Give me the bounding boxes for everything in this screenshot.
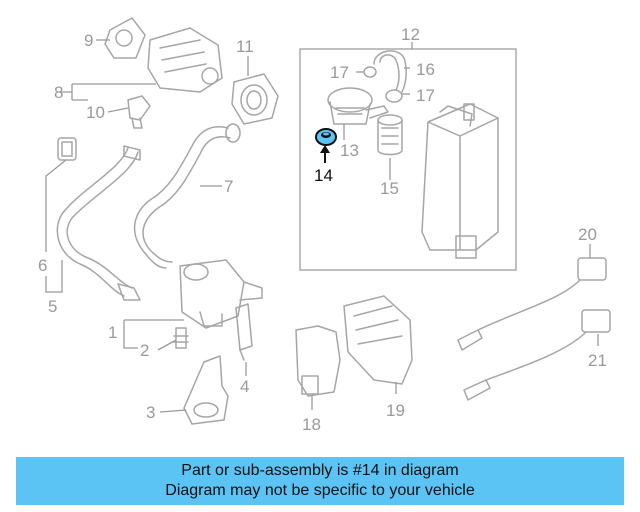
part-17-clamp-a[interactable] bbox=[363, 66, 377, 78]
part-7-pipe[interactable] bbox=[133, 123, 241, 269]
part-20-sensor[interactable] bbox=[457, 257, 607, 351]
part-15-filter[interactable] bbox=[377, 114, 403, 180]
inset-frame bbox=[299, 48, 517, 271]
part-1-pump[interactable] bbox=[179, 259, 263, 329]
callout-17-a: 17 bbox=[330, 63, 349, 82]
callout-9: 9 bbox=[84, 31, 93, 50]
callout-4: 4 bbox=[240, 377, 249, 396]
part-21-sensor[interactable] bbox=[463, 309, 611, 401]
callout-10: 10 bbox=[86, 103, 105, 122]
info-banner: Part or sub-assembly is #14 in diagram D… bbox=[16, 457, 624, 505]
callout-21: 21 bbox=[588, 351, 607, 370]
part-10-sensor[interactable] bbox=[127, 95, 151, 129]
part-5-hose[interactable] bbox=[56, 145, 141, 301]
callout-15: 15 bbox=[380, 179, 399, 198]
callout-14: 14 bbox=[314, 166, 333, 185]
part-4-bracket[interactable] bbox=[235, 303, 253, 361]
part-11-throttle[interactable] bbox=[231, 73, 279, 125]
part-14-seal[interactable] bbox=[315, 128, 337, 146]
part-8-valve-body[interactable] bbox=[147, 27, 223, 93]
part-19-shield[interactable] bbox=[343, 295, 413, 385]
part-9-gasket[interactable] bbox=[104, 17, 146, 59]
parts-diagram: 9 8 10 11 12 17 16 17 13 14 15 7 6 5 20 … bbox=[38, 17, 611, 434]
callout-11: 11 bbox=[236, 37, 254, 56]
part-3-mount[interactable] bbox=[183, 355, 229, 425]
part-6-connector[interactable] bbox=[57, 137, 77, 161]
callout-12: 12 bbox=[401, 25, 420, 44]
callout-18: 18 bbox=[302, 415, 321, 434]
part-12-canister[interactable] bbox=[421, 103, 499, 259]
callout-13: 13 bbox=[340, 141, 359, 160]
callout-5: 5 bbox=[48, 297, 57, 316]
part-17-clamp-b[interactable] bbox=[385, 89, 403, 103]
banner-line-2: Diagram may not be specific to your vehi… bbox=[165, 482, 475, 499]
part-13-valve[interactable] bbox=[327, 87, 389, 125]
callout-19: 19 bbox=[386, 401, 405, 420]
callout-6: 6 bbox=[38, 256, 47, 275]
part-18-bracket[interactable] bbox=[295, 325, 341, 397]
part-16-hose[interactable] bbox=[373, 50, 407, 93]
callout-3: 3 bbox=[146, 403, 155, 422]
callout-8: 8 bbox=[54, 83, 63, 102]
banner-line-1: Part or sub-assembly is #14 in diagram bbox=[181, 462, 459, 479]
part-2-fitting[interactable] bbox=[173, 327, 189, 349]
callout-16: 16 bbox=[416, 60, 435, 79]
callout-20: 20 bbox=[578, 225, 597, 244]
callout-1: 1 bbox=[108, 323, 117, 342]
callout-2: 2 bbox=[140, 341, 149, 360]
callout-17-b: 17 bbox=[416, 86, 435, 105]
callout-7: 7 bbox=[224, 177, 233, 196]
